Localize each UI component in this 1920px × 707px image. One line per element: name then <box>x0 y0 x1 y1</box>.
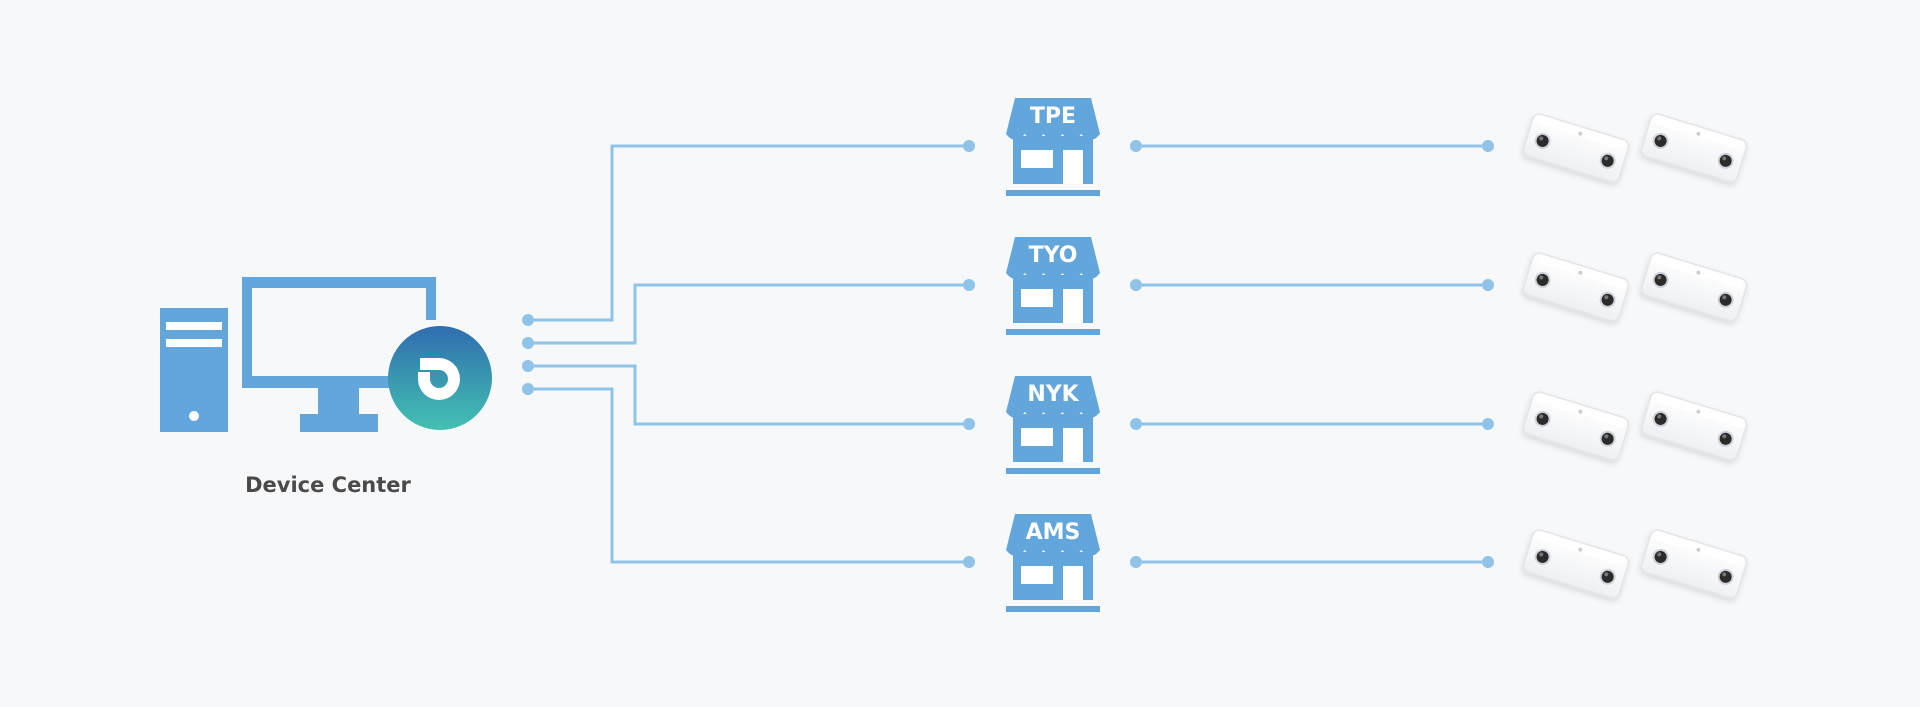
hub-store-link <box>528 364 969 426</box>
camera-input-dot <box>1482 140 1494 152</box>
store-node: AMS <box>1006 514 1100 612</box>
store-node: TYO <box>1006 237 1100 335</box>
store-input-dot <box>963 279 975 291</box>
store-output-dot <box>1130 140 1142 152</box>
hub-port-dot <box>522 314 534 326</box>
stereo-camera-icon <box>1640 113 1748 183</box>
camera-input-dot <box>1482 556 1494 568</box>
stereo-camera-icon <box>1522 113 1630 183</box>
hub-store-link <box>528 144 969 322</box>
stereo-camera-icon <box>1640 529 1748 599</box>
store-code-label: TYO <box>1029 243 1078 268</box>
store-list: TPE TYO NYK AMS <box>1006 98 1100 612</box>
computer-tower-icon <box>160 308 228 432</box>
stereo-camera-icon <box>1640 391 1748 461</box>
camera-input-dot <box>1482 279 1494 291</box>
store-output-dot <box>1130 418 1142 430</box>
storefront-icon <box>1006 376 1100 474</box>
camera-input-dot <box>1482 418 1494 430</box>
store-input-dot <box>963 418 975 430</box>
device-center-hub: Device Center <box>160 277 492 497</box>
hub-store-link <box>528 387 969 564</box>
store-code-label: AMS <box>1026 520 1081 545</box>
monitor-icon <box>242 277 436 432</box>
store-output-dot <box>1130 556 1142 568</box>
store-output-dot <box>1130 279 1142 291</box>
storefront-icon <box>1006 98 1100 196</box>
stereo-camera-icon <box>1640 252 1748 322</box>
stereo-camera-icon <box>1522 529 1630 599</box>
connection-lines <box>522 140 1494 568</box>
hub-port-dot <box>522 383 534 395</box>
hub-store-link <box>528 283 969 345</box>
store-code-label: TPE <box>1030 104 1076 129</box>
camera-list <box>1522 113 1748 599</box>
hub-label: Device Center <box>245 473 411 497</box>
storefront-icon <box>1006 237 1100 335</box>
stereo-camera-icon <box>1522 252 1630 322</box>
store-node: NYK <box>1006 376 1100 474</box>
stereo-camera-icon <box>1522 391 1630 461</box>
hub-port-dot <box>522 360 534 372</box>
store-code-label: NYK <box>1027 382 1079 407</box>
brand-logo-icon <box>388 326 492 430</box>
hub-port-dot <box>522 337 534 349</box>
storefront-icon <box>1006 514 1100 612</box>
store-node: TPE <box>1006 98 1100 196</box>
store-input-dot <box>963 140 975 152</box>
store-input-dot <box>963 556 975 568</box>
